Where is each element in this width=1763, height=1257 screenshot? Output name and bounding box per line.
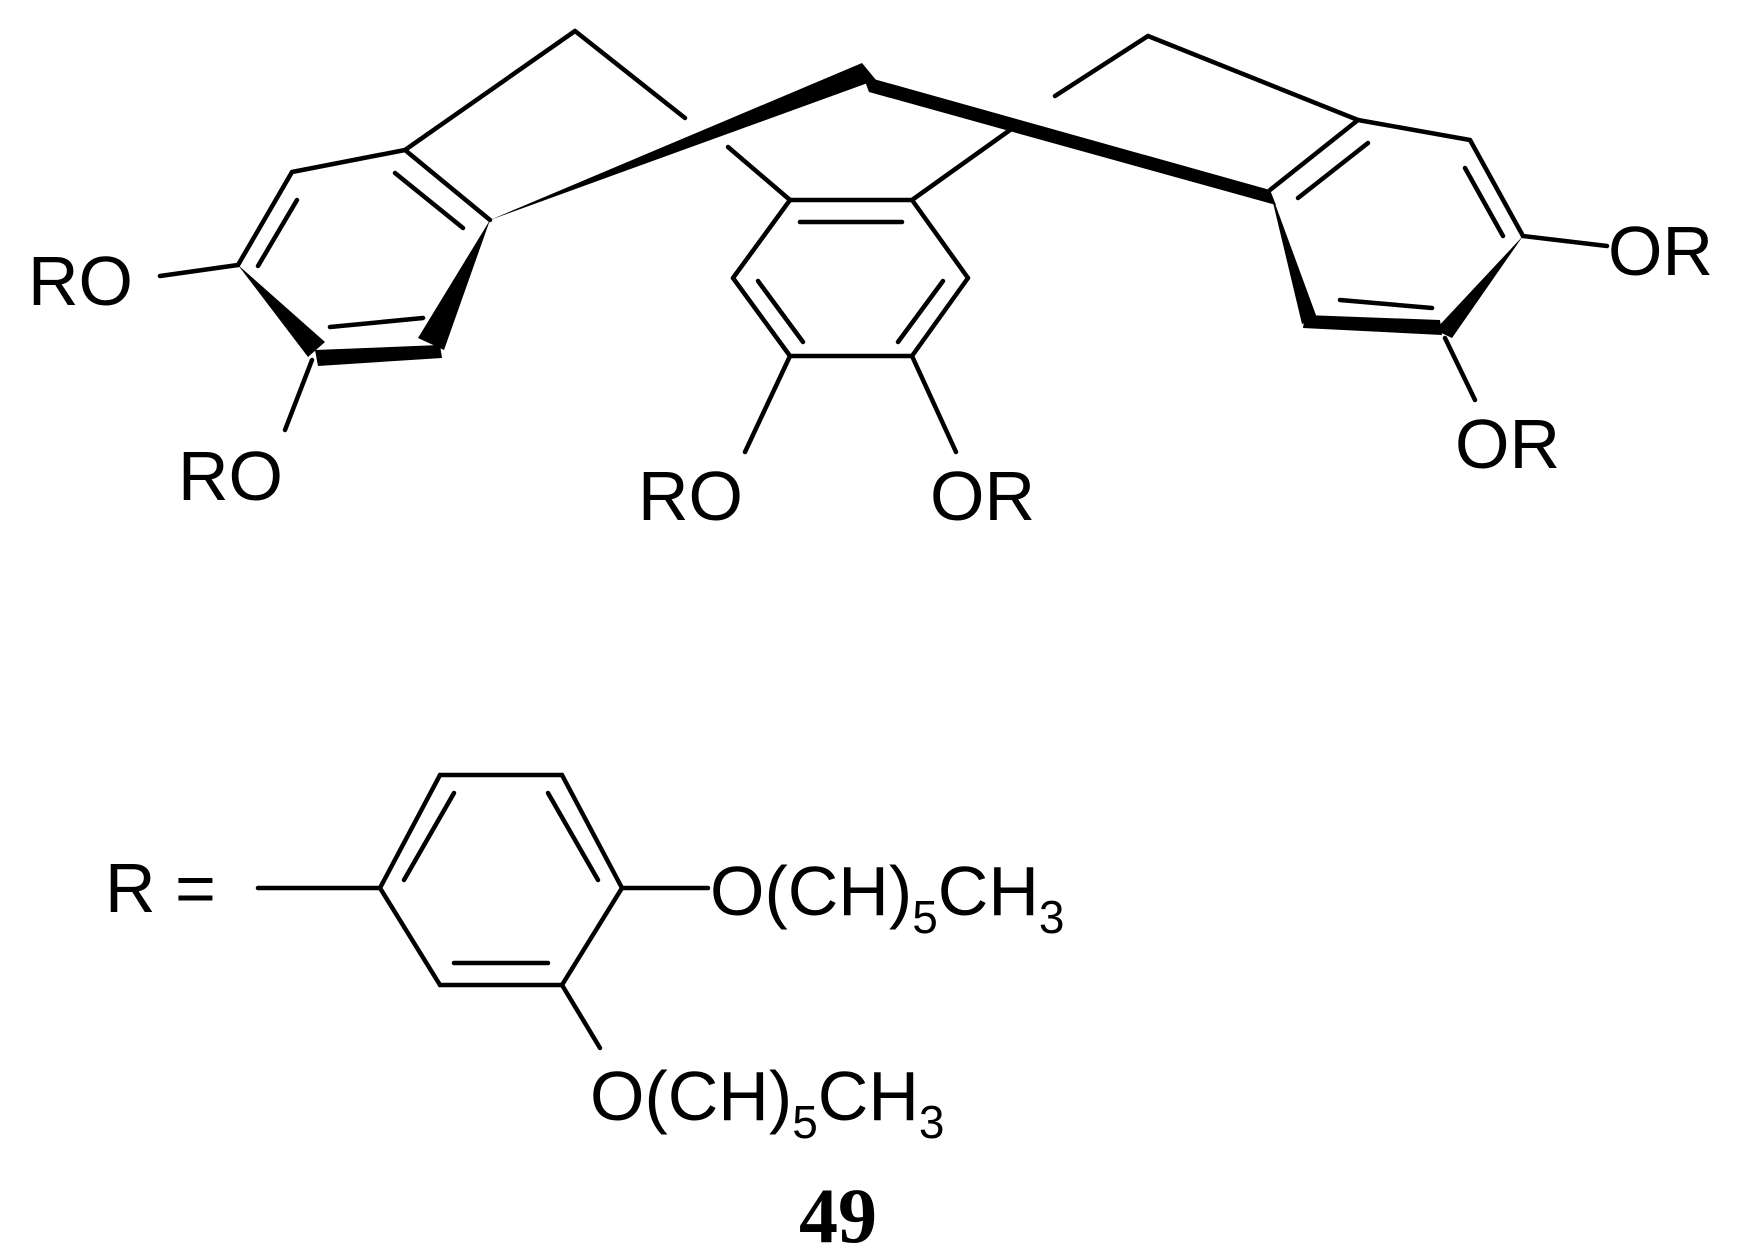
ro-label-left-upper: RO xyxy=(28,242,133,320)
bond xyxy=(730,197,793,281)
bond xyxy=(755,278,806,345)
bond xyxy=(1442,335,1478,403)
hexyloxy-chain-lower: O(CH)5CH3 xyxy=(590,1057,944,1148)
wedge-bond xyxy=(1435,236,1523,338)
bond xyxy=(730,275,793,359)
compound-number: 49 xyxy=(799,1172,877,1257)
wedge-bond xyxy=(315,345,442,366)
bond xyxy=(1462,165,1506,239)
or-label-right-lower: OR xyxy=(1455,405,1560,483)
ro-label-middle-left: RO xyxy=(638,457,743,535)
or-label-right-upper: OR xyxy=(1608,212,1713,290)
bond xyxy=(327,315,426,330)
bond xyxy=(1145,33,1361,123)
substituent-phenyl-ring xyxy=(377,772,625,988)
bond xyxy=(289,147,408,175)
bond xyxy=(377,772,443,891)
bond xyxy=(235,169,295,268)
bond xyxy=(559,772,625,891)
bond xyxy=(559,982,603,1051)
bond xyxy=(1337,297,1435,311)
right-aromatic-ring xyxy=(1267,117,1610,403)
substituent-labels: RO RO RO OR OR OR xyxy=(28,212,1713,535)
bond xyxy=(909,275,971,359)
or-label-middle-right: OR xyxy=(930,457,1035,535)
wedge-bond xyxy=(1270,190,1317,324)
wedge-bonds xyxy=(238,63,1523,366)
bond xyxy=(1355,117,1473,143)
wedge-bond xyxy=(238,265,325,357)
bond xyxy=(402,28,578,153)
bond xyxy=(1467,137,1526,239)
bond xyxy=(401,790,457,883)
bond xyxy=(909,197,971,281)
middle-aromatic-ring xyxy=(730,197,971,455)
bond xyxy=(895,278,946,345)
bond xyxy=(909,353,959,455)
r-equals-label: R = xyxy=(105,849,216,927)
bond xyxy=(282,357,315,433)
wedge-bond xyxy=(1303,315,1442,335)
bond xyxy=(559,885,625,988)
ro-label-left-lower: RO xyxy=(178,437,283,515)
bond xyxy=(742,353,793,455)
bond xyxy=(255,197,300,269)
bond xyxy=(392,170,466,231)
bond xyxy=(725,144,793,203)
bond xyxy=(1267,117,1361,193)
hexyloxy-chain-upper: O(CH)5CH3 xyxy=(710,852,1064,943)
bond xyxy=(157,262,241,279)
macrocycle: RO RO RO OR OR OR xyxy=(28,28,1713,535)
wedge-bond xyxy=(418,220,490,350)
bond xyxy=(402,147,493,223)
bond xyxy=(1295,140,1371,201)
left-aromatic-ring xyxy=(157,147,493,433)
bond xyxy=(545,790,601,883)
bond xyxy=(1052,33,1151,99)
bond xyxy=(909,127,1013,203)
wedge-bond xyxy=(863,76,1276,205)
bridge-bonds xyxy=(402,28,1361,203)
bond xyxy=(1520,233,1610,249)
r-definition: R = O(CH)5CH3 O(CH)5CH3 xyxy=(105,772,1064,1148)
bond xyxy=(572,28,688,121)
bond xyxy=(377,885,443,988)
wedge-bond xyxy=(490,63,876,220)
